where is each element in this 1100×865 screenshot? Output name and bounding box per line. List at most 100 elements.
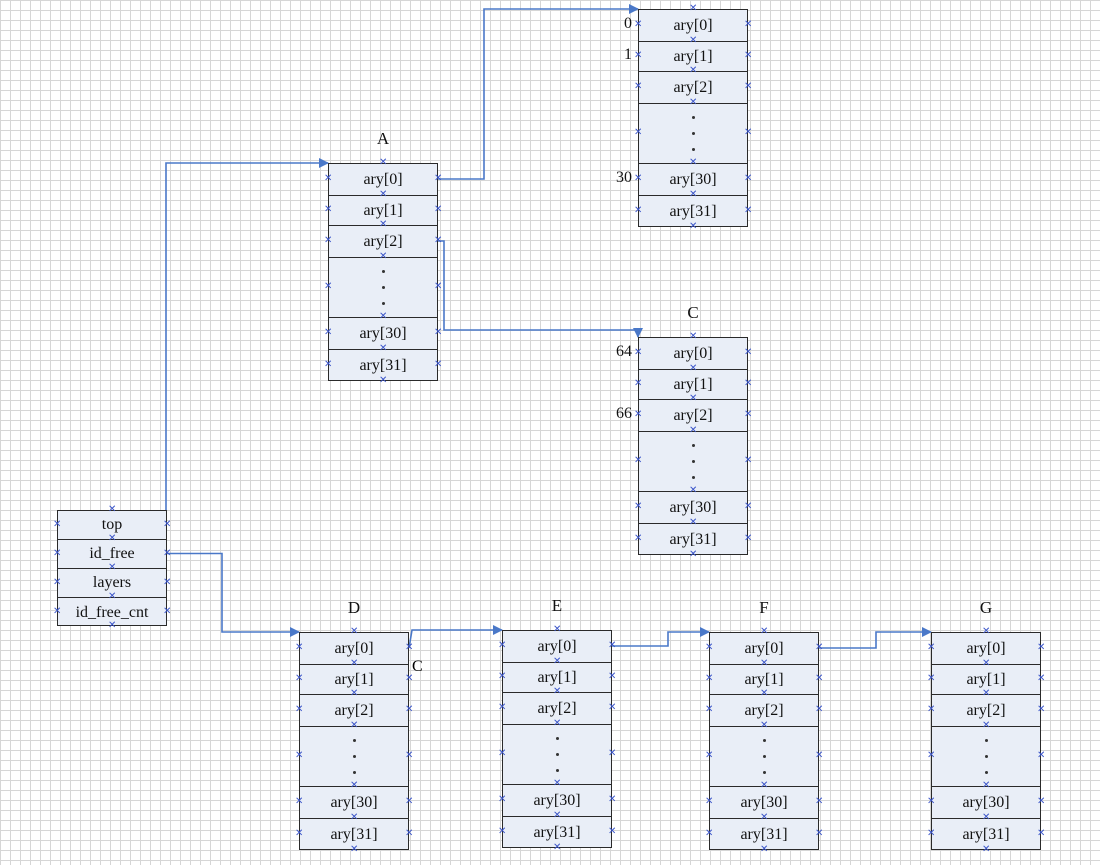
connection-point-icon: ✕ bbox=[405, 796, 414, 807]
connection-point-icon: ✕ bbox=[744, 19, 753, 30]
connection-point-icon: ✕ bbox=[689, 363, 698, 374]
connection-point-icon: ✕ bbox=[434, 281, 443, 292]
array-cell: ary[30] bbox=[503, 785, 611, 817]
array-cell: ary[31] bbox=[962, 826, 1010, 843]
array-cell: ary[2] bbox=[639, 400, 747, 432]
connection-point-icon: ✕ bbox=[744, 347, 753, 358]
array-cell: ary[0] bbox=[710, 633, 818, 665]
connection-point-icon: ✕ bbox=[1037, 642, 1046, 653]
array-cell: ary[2] bbox=[639, 72, 747, 104]
connection-point-icon: ✕ bbox=[744, 173, 753, 184]
connection-point-icon: ✕ bbox=[553, 778, 562, 789]
connection-point-icon: ✕ bbox=[379, 375, 388, 386]
connection-point-icon: ✕ bbox=[405, 750, 414, 761]
array-cell: ary[0] bbox=[639, 338, 747, 370]
array-cell: ary[2] bbox=[710, 695, 818, 727]
array-box-b: ary[0]ary[1]ary[2]ary[30]ary[31] bbox=[638, 9, 748, 227]
connection-point-icon: ✕ bbox=[379, 157, 388, 168]
array-cell: ary[30] bbox=[300, 787, 408, 819]
connection-point-icon: ✕ bbox=[634, 409, 643, 420]
ellipsis-cell bbox=[710, 727, 818, 787]
connection-point-icon: ✕ bbox=[1037, 796, 1046, 807]
array-cell: ary[2] bbox=[300, 695, 408, 727]
connection-point-icon: ✕ bbox=[405, 704, 414, 715]
connection-point-icon: ✕ bbox=[634, 455, 643, 466]
connection-point-icon: ✕ bbox=[634, 533, 643, 544]
connection-point-icon: ✕ bbox=[324, 235, 333, 246]
array-cell: ary[30] bbox=[639, 492, 747, 524]
connection-point-icon: ✕ bbox=[815, 828, 824, 839]
connection-point-icon: ✕ bbox=[760, 844, 769, 855]
connection-point-icon: ✕ bbox=[689, 425, 698, 436]
struct-field-id-free-cnt: id_free_cnt bbox=[75, 603, 149, 621]
ellipsis-dot bbox=[984, 770, 988, 774]
ellipsis-cell bbox=[329, 258, 437, 318]
array-cell: ary[1] bbox=[639, 42, 747, 72]
array-cell: ary[2] bbox=[932, 695, 1040, 727]
connector-a-to-b bbox=[438, 4, 639, 180]
ellipsis-dot bbox=[555, 752, 559, 756]
connection-point-icon: ✕ bbox=[705, 796, 714, 807]
connection-point-icon: ✕ bbox=[634, 19, 643, 30]
connection-point-icon: ✕ bbox=[498, 794, 507, 805]
connection-point-icon: ✕ bbox=[324, 327, 333, 338]
connection-point-icon: ✕ bbox=[744, 81, 753, 92]
connector-a-to-c bbox=[438, 240, 643, 338]
array-cell: ary[31] bbox=[330, 826, 378, 843]
array-cell: ary[30] bbox=[639, 164, 747, 196]
connection-point-icon: ✕ bbox=[927, 642, 936, 653]
ellipsis-dot bbox=[352, 754, 356, 758]
connection-point-icon: ✕ bbox=[705, 750, 714, 761]
connection-point-icon: ✕ bbox=[927, 750, 936, 761]
connection-point-icon: ✕ bbox=[744, 50, 753, 61]
connection-point-icon: ✕ bbox=[815, 642, 824, 653]
connection-point-icon: ✕ bbox=[405, 673, 414, 684]
array-cell: ary[0] bbox=[300, 633, 408, 665]
array-cell: ary[2] bbox=[329, 226, 437, 258]
connector-top-to-a bbox=[165, 158, 329, 526]
connection-point-icon: ✕ bbox=[350, 812, 359, 823]
connection-point-icon: ✕ bbox=[498, 671, 507, 682]
connection-point-icon: ✕ bbox=[760, 688, 769, 699]
connection-point-icon: ✕ bbox=[927, 796, 936, 807]
array-cell: ary[31] bbox=[669, 531, 717, 548]
connection-point-icon: ✕ bbox=[689, 331, 698, 342]
connection-point-icon: ✕ bbox=[982, 688, 991, 699]
ellipsis-dot bbox=[762, 770, 766, 774]
ellipsis-dot bbox=[691, 444, 695, 448]
array-cell: ary[1] bbox=[503, 663, 611, 693]
connection-point-icon: ✕ bbox=[108, 591, 117, 602]
connection-point-icon: ✕ bbox=[608, 748, 617, 759]
connector-f-to-g bbox=[819, 627, 932, 649]
ellipsis-dot bbox=[352, 739, 356, 743]
connection-point-icon: ✕ bbox=[1037, 750, 1046, 761]
connection-point-icon: ✕ bbox=[434, 235, 443, 246]
connection-point-icon: ✕ bbox=[553, 810, 562, 821]
connection-point-icon: ✕ bbox=[634, 378, 643, 389]
connection-point-icon: ✕ bbox=[927, 704, 936, 715]
connection-point-icon: ✕ bbox=[744, 455, 753, 466]
connection-point-icon: ✕ bbox=[760, 812, 769, 823]
connection-point-icon: ✕ bbox=[689, 65, 698, 76]
connection-point-icon: ✕ bbox=[982, 720, 991, 731]
connection-point-icon: ✕ bbox=[379, 343, 388, 354]
array-box-g: ary[0]ary[1]ary[2]ary[30]ary[31] bbox=[931, 632, 1041, 850]
ellipsis-dot bbox=[762, 754, 766, 758]
connection-point-icon: ✕ bbox=[163, 576, 172, 588]
connection-point-icon: ✕ bbox=[689, 485, 698, 496]
struct-field-id-free: id_free bbox=[58, 540, 166, 569]
ellipsis-cell bbox=[932, 727, 1040, 787]
connection-point-icon: ✕ bbox=[379, 189, 388, 200]
connection-point-icon: ✕ bbox=[53, 605, 62, 617]
connection-point-icon: ✕ bbox=[705, 642, 714, 653]
connection-point-icon: ✕ bbox=[634, 127, 643, 138]
connection-point-icon: ✕ bbox=[760, 658, 769, 669]
connection-point-icon: ✕ bbox=[815, 796, 824, 807]
connection-point-icon: ✕ bbox=[705, 673, 714, 684]
array-cell: ary[0] bbox=[932, 633, 1040, 665]
connection-point-icon: ✕ bbox=[982, 658, 991, 669]
array-cell: ary[31] bbox=[359, 357, 407, 374]
stray-label-c: C bbox=[412, 658, 423, 675]
ellipsis-dot bbox=[762, 739, 766, 743]
connection-point-icon: ✕ bbox=[350, 720, 359, 731]
